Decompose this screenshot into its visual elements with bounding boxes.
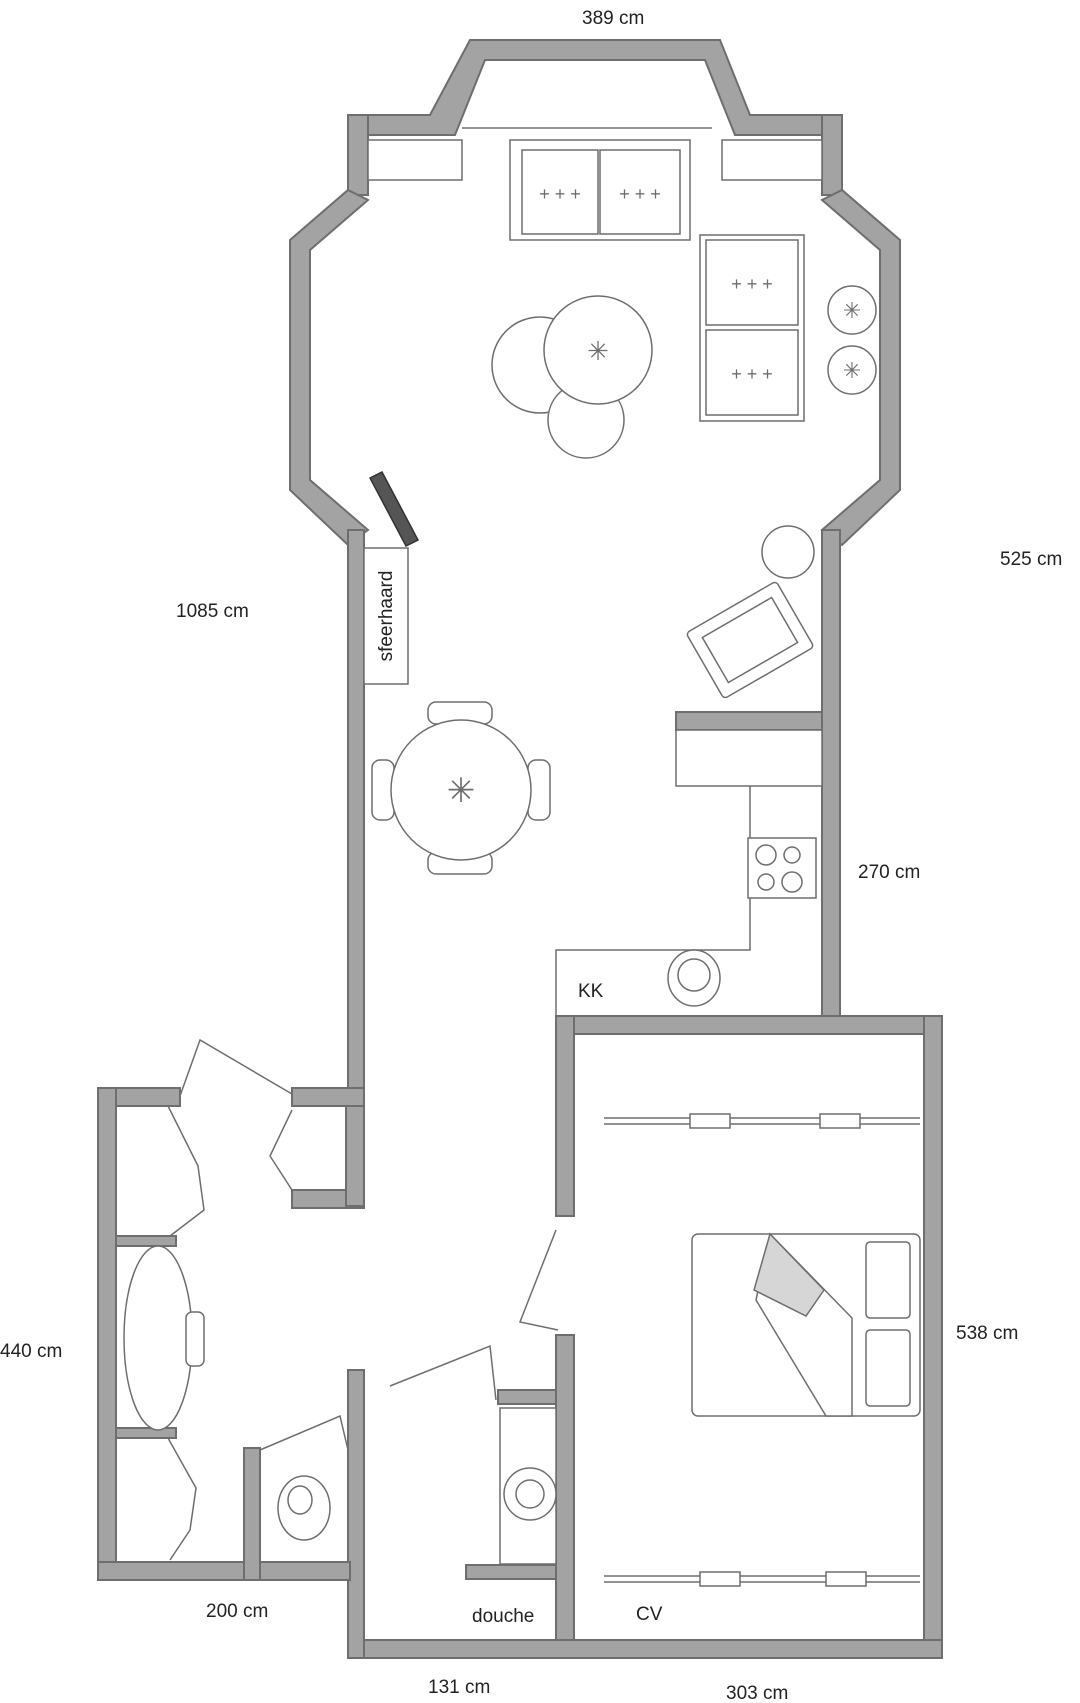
dim-bottom-left: 200 cm: [206, 1601, 268, 1622]
kitchen-label: KK: [578, 981, 604, 1002]
fireplace-label: sfeerhaard: [376, 571, 397, 662]
dim-left-upper: 1085 cm: [176, 601, 249, 622]
dim-bottom-right: 303 cm: [726, 1683, 788, 1703]
armchair: [686, 525, 815, 699]
bay-window: [367, 127, 823, 181]
dim-left-lower: 440 cm: [0, 1341, 62, 1362]
bathroom-sink: [499, 1407, 557, 1565]
tv-icon: [368, 471, 420, 547]
coffee-tables: ✳: [491, 295, 653, 459]
fireplace: sfeerhaard: [363, 547, 409, 685]
svg-text:+ + +: + + +: [731, 364, 773, 384]
dim-right-lower: 538 cm: [956, 1323, 1018, 1344]
sofa-right: + + + + + +: [699, 234, 805, 422]
dim-bottom-mid: 131 cm: [428, 1677, 490, 1698]
kitchen: KK: [555, 729, 823, 1016]
shower-label: douche: [472, 1606, 534, 1627]
svg-text:+ + +: + + +: [539, 184, 581, 204]
dim-right-upper: 525 cm: [1000, 549, 1062, 570]
svg-text:+ + +: + + +: [731, 274, 773, 294]
dim-top: 389 cm: [582, 8, 644, 29]
bedroom: [518, 1113, 921, 1587]
svg-text:✳: ✳: [447, 772, 476, 810]
left-table: [123, 1245, 205, 1431]
svg-text:✳: ✳: [587, 336, 609, 366]
sofa-top: + + + + + +: [509, 139, 691, 241]
doors: [167, 1038, 497, 1561]
toilet-icon: [277, 1475, 331, 1541]
dining-table: ✳: [371, 701, 551, 875]
boiler-label: CV: [636, 1604, 663, 1625]
walls: [97, 39, 943, 1659]
dim-kitchen: 270 cm: [858, 862, 920, 883]
plant-icon: ✳ ✳: [827, 285, 877, 395]
svg-text:✳: ✳: [843, 358, 861, 383]
dimension-labels: 389 cm 525 cm 1085 cm 270 cm 538 cm 440 …: [0, 8, 1062, 1703]
svg-text:✳: ✳: [843, 298, 861, 323]
svg-text:+ + +: + + +: [619, 184, 661, 204]
